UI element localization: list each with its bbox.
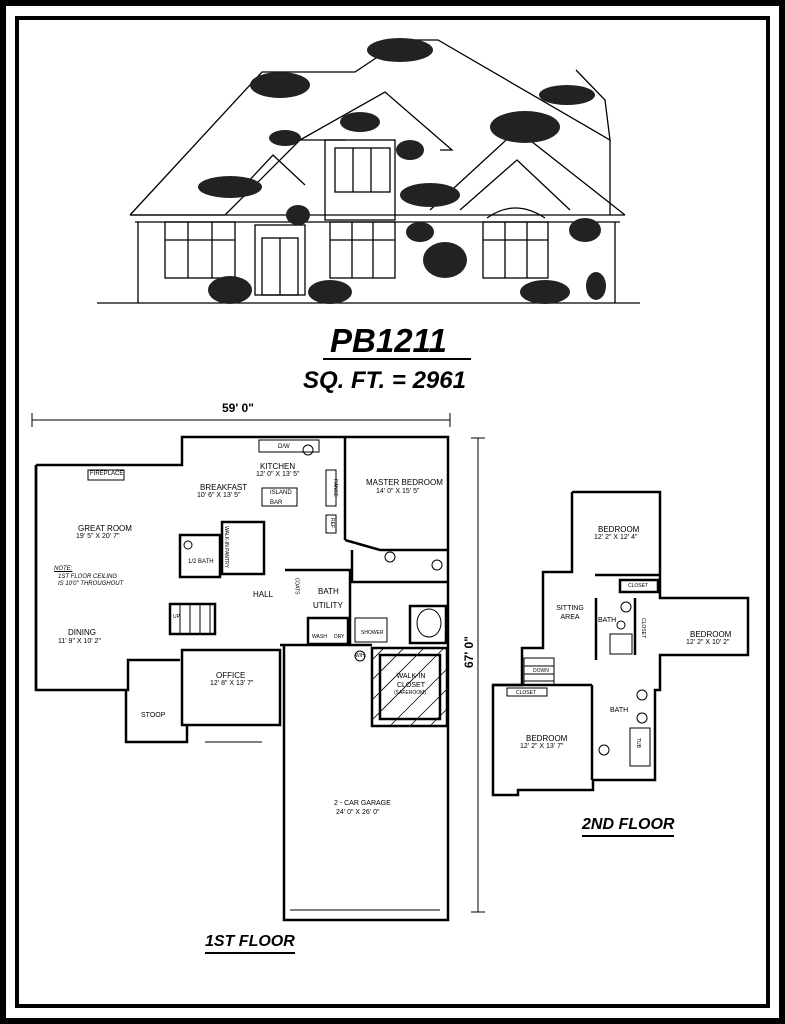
garage-size: 24' 0" X 26' 0" — [336, 809, 380, 816]
dining-size: 11' 9" X 10' 2" — [58, 638, 101, 645]
washer-label: WASH — [312, 634, 327, 640]
dishwasher-label: D/W — [278, 444, 290, 450]
bedroom-3-size: 12' 2" X 13' 7" — [520, 743, 564, 750]
overall-width-dim: 59' 0" — [222, 401, 254, 415]
hall-label: HALL — [253, 590, 274, 599]
stair-down-label: DOWN — [533, 668, 549, 674]
master-bedroom-name: MASTER BEDROOM — [366, 478, 443, 487]
square-footage: SQ. FT. = 2961 — [303, 367, 466, 394]
kitchen-size: 12' 0" X 13' 5" — [256, 471, 300, 478]
note-title: NOTE: — [54, 566, 73, 572]
sitting-area-label: SITTING AREA — [556, 605, 584, 621]
bath-label-1f: BATH — [318, 587, 339, 596]
island-label: ISLAND — [270, 490, 292, 496]
breakfast-name: BREAKFAST — [200, 483, 248, 492]
stair-up-label: UP — [173, 614, 180, 620]
bedroom-2-size: 12' 2" X 10' 2" — [686, 639, 730, 646]
shower-label: SHOWER — [361, 630, 384, 636]
closet-c-label: CLOSET — [516, 690, 537, 696]
water-heater-label: W/H — [355, 653, 365, 659]
plan-number: PB1211 — [330, 322, 447, 359]
master-bedroom-size: 14' 0" X 15' 5" — [376, 488, 420, 495]
front-elevation — [97, 38, 640, 304]
title-underline — [323, 358, 471, 360]
bedroom-2-name: BEDROOM — [690, 630, 732, 639]
breakfast-size: 10' 6" X 13' 5" — [197, 492, 241, 499]
note-line-2: IS 10'0" THROUGHOUT — [58, 581, 124, 587]
dryer-label: DRY — [334, 634, 345, 640]
dining-name: DINING — [68, 628, 96, 637]
walkin-closet-label: WALK-IN CLOSET — [396, 673, 426, 689]
office-name: OFFICE — [216, 671, 246, 680]
fireplace-label: FIREPLACE — [90, 471, 124, 477]
closet-a-label: CLOSET — [628, 583, 649, 589]
bath-1-label: BATH — [598, 617, 617, 624]
second-floor-title: 2ND FLOOR — [582, 816, 675, 837]
great-room-name: GREAT ROOM — [78, 524, 132, 533]
half-bath-label: 1/2 BATH — [188, 559, 214, 565]
great-room-size: 19' 5" X 20' 7" — [76, 533, 120, 540]
closet-b-label: CLOSET — [640, 617, 647, 639]
bedroom-1-size: 12' 2" X 12' 4" — [594, 534, 638, 541]
utility-label: UTILITY — [313, 601, 343, 610]
office-size: 12' 8" X 13' 7" — [210, 680, 254, 687]
garage-name: 2 - CAR GARAGE — [334, 800, 391, 807]
bedroom-1-name: BEDROOM — [598, 525, 640, 534]
bath-2-label: BATH — [610, 707, 629, 714]
first-floor-title: 1ST FLOOR — [205, 933, 295, 954]
note-line-1: 1ST FLOOR CEILING — [58, 574, 118, 580]
kitchen-name: KITCHEN — [260, 462, 296, 471]
saferoom-label: (SAFEROOM) — [394, 690, 426, 696]
tub-label: TUB — [635, 738, 641, 748]
stoop-label: STOOP — [141, 712, 166, 719]
bar-label: BAR — [270, 500, 283, 506]
bedroom-3-name: BEDROOM — [526, 734, 568, 743]
